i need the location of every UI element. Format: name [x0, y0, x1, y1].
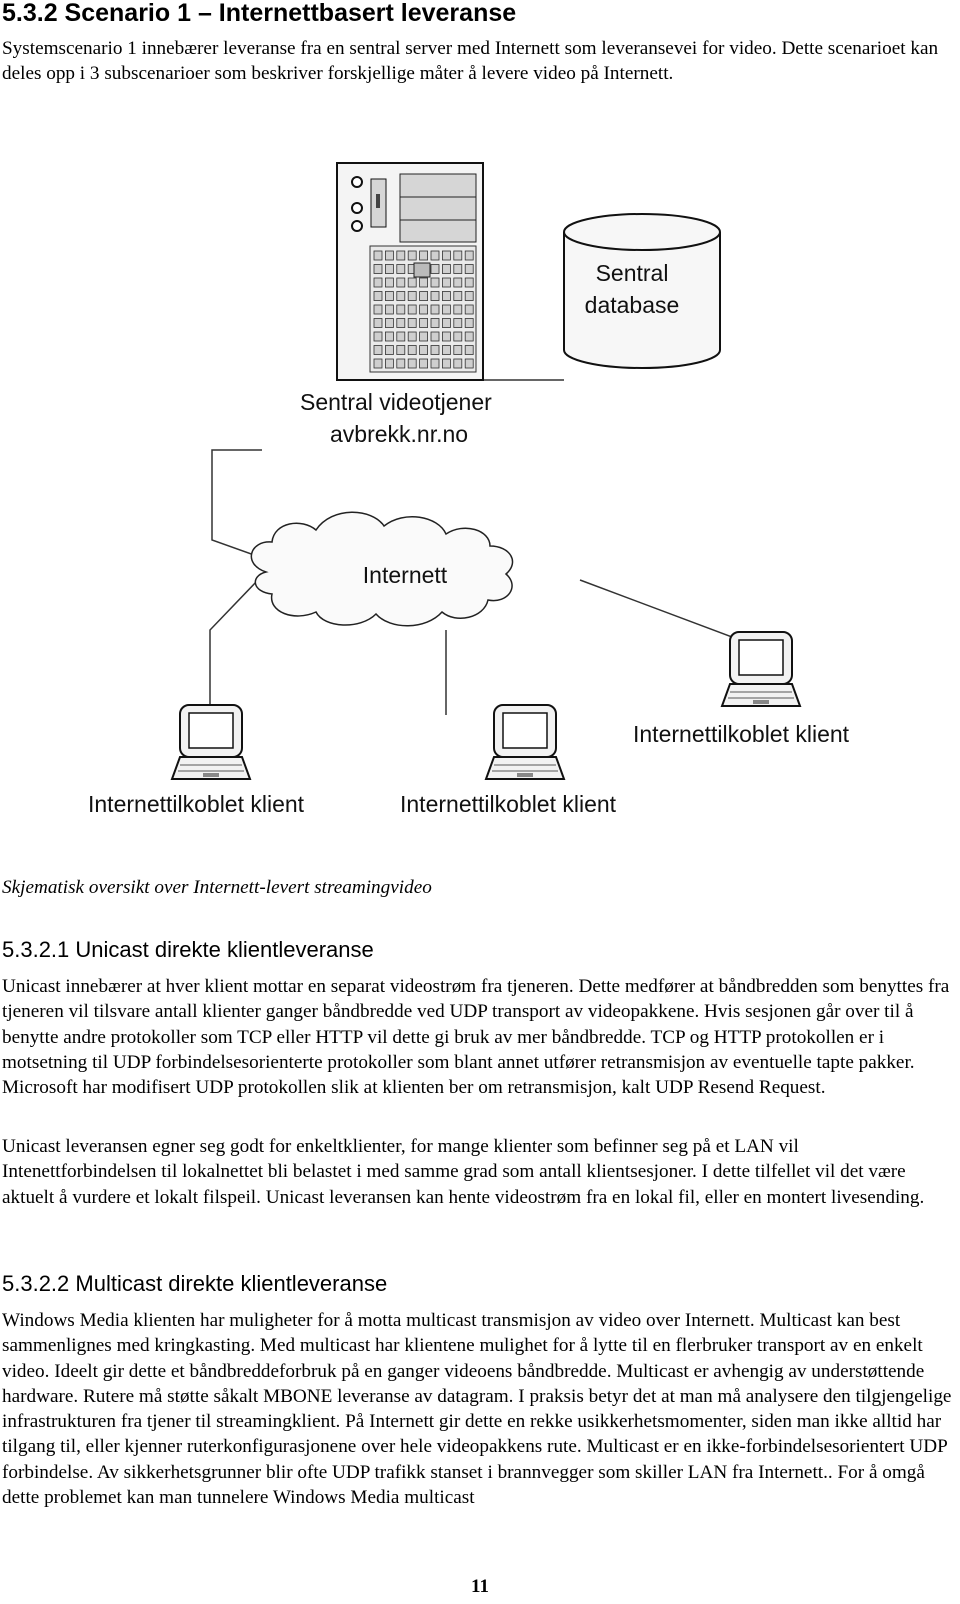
- figure-caption: Skjematisk oversikt over Internett-lever…: [2, 877, 432, 898]
- server-label: Sentral videotjener: [300, 389, 492, 415]
- laptop-middle-icon: [484, 704, 566, 780]
- subsection-heading-unicast: 5.3.2.1 Unicast direkte klientleveranse: [2, 937, 374, 962]
- database-icon: [563, 213, 721, 369]
- internet-left-client-link: [209, 579, 259, 715]
- database-label: Sentral: [596, 260, 669, 286]
- internet-label: Internett: [363, 562, 448, 588]
- laptop-left-icon: [170, 704, 252, 780]
- page-number: 11: [471, 1576, 489, 1597]
- server-icon: [336, 162, 484, 381]
- database-label-2: database: [585, 292, 680, 318]
- client-middle-label: Internettilkoblet klient: [400, 791, 617, 817]
- laptop-right-icon: [720, 631, 802, 707]
- subsection-heading-multicast: 5.3.2.2 Multicast direkte klientleverans…: [2, 1271, 388, 1296]
- intro-paragraph: Systemscenario 1 innebærer leveranse fra…: [2, 38, 939, 85]
- server-address-label: avbrekk.nr.no: [330, 421, 468, 447]
- internet-right-client-link: [579, 579, 741, 641]
- server-internet-link: [211, 449, 269, 561]
- unicast-paragraph-2: Unicast leveransen egner seg godt for en…: [2, 1136, 925, 1208]
- section-heading: 5.3.2 Scenario 1 – Internettbasert lever…: [2, 0, 517, 27]
- client-left-label: Internettilkoblet klient: [88, 791, 305, 817]
- cloud-icon: [250, 511, 514, 627]
- network-diagram: Sentral videotjener avbrekk.nr.no Sentra…: [88, 162, 850, 817]
- multicast-paragraph: Windows Media klienten har muligheter fo…: [2, 1310, 952, 1509]
- client-right-label: Internettilkoblet klient: [633, 721, 850, 747]
- unicast-paragraph-1: Unicast innebærer at hver klient mottar …: [2, 976, 950, 1099]
